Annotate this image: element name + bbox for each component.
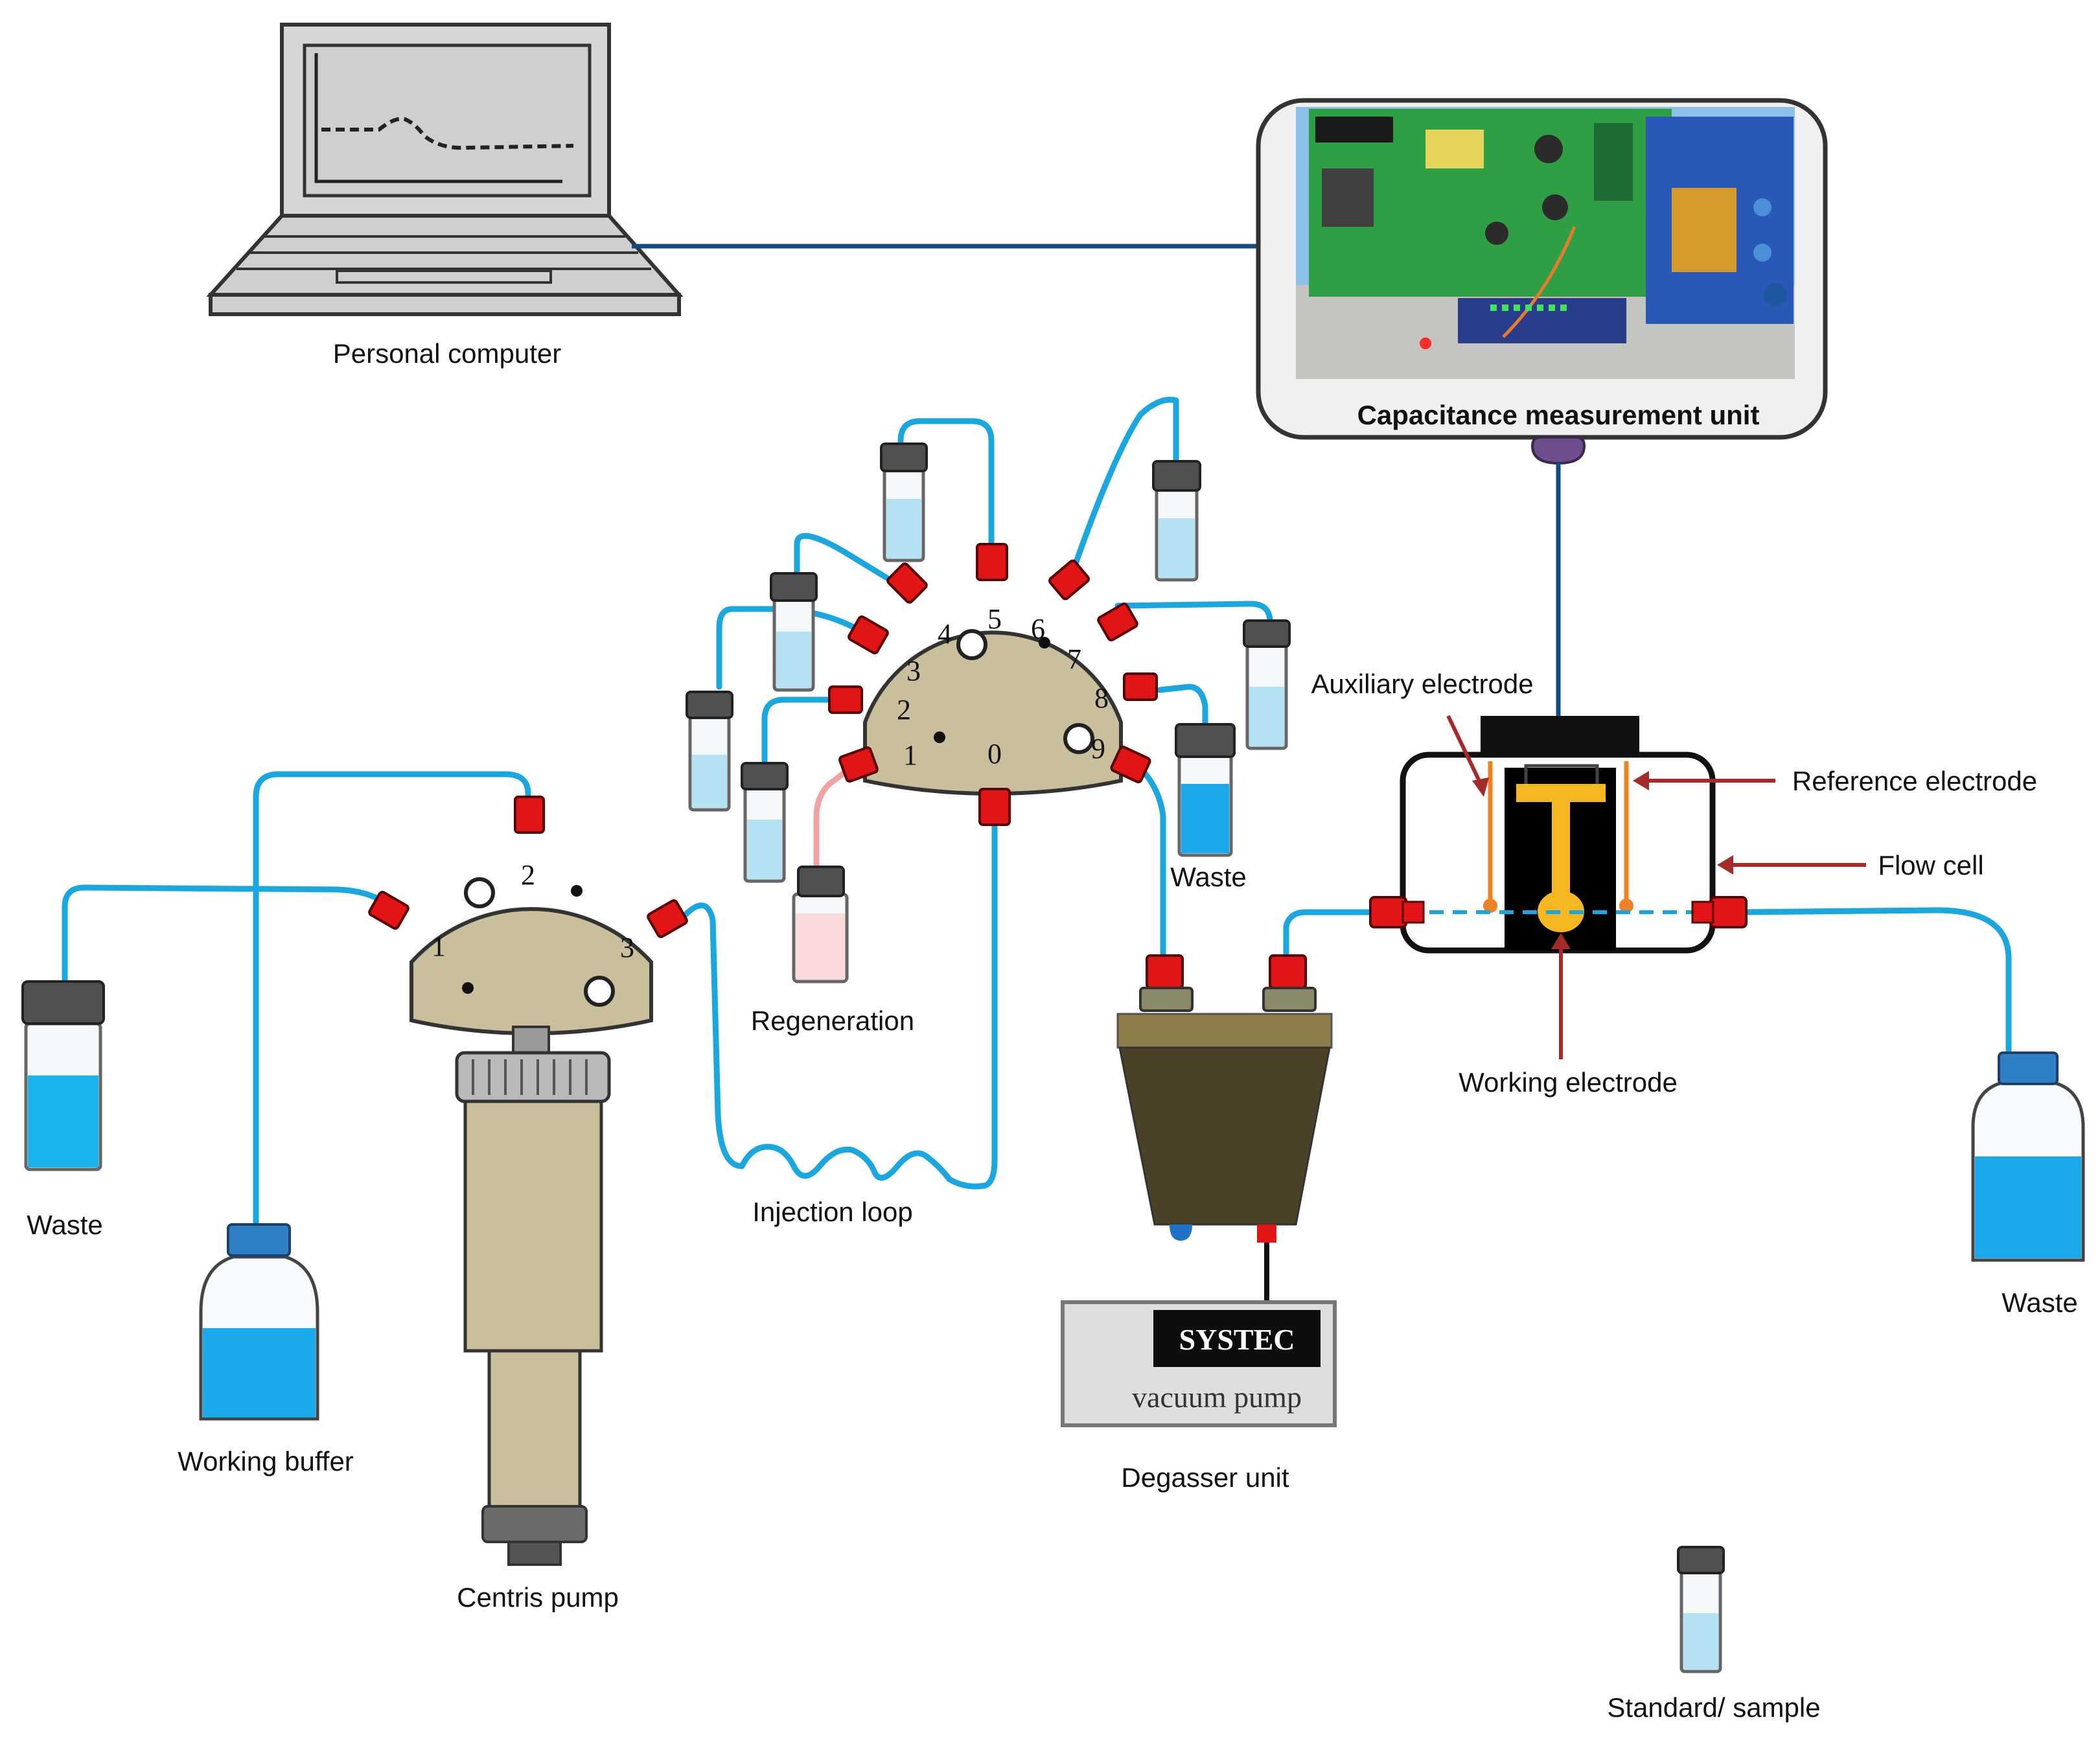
large-valve-port-8: 8	[1094, 682, 1109, 714]
large-valve-port-9: 9	[1091, 733, 1105, 764]
small-valve-port-1: 1	[432, 930, 446, 962]
sample-vial-6	[1243, 619, 1291, 750]
sample-vial-3	[770, 572, 818, 692]
injection-loop-label: Injection loop	[752, 1197, 913, 1227]
centris-pump-icon	[455, 1026, 611, 1566]
waste-left-label: Waste	[27, 1210, 102, 1240]
large-valve-port-7: 7	[1067, 643, 1081, 675]
working-electrode-pin	[1516, 764, 1606, 932]
reference-electrode-label: Reference electrode	[1792, 766, 2037, 796]
capacitance-measurement-unit: Capacitance measurement unit	[1256, 98, 1828, 440]
sample-vial-2	[741, 762, 789, 883]
three-port-valve: 1 2 3	[368, 796, 688, 1036]
waste-vial-left	[21, 980, 105, 1171]
centris-pump-label: Centris pump	[457, 1582, 619, 1613]
working-buffer-label: Working buffer	[178, 1446, 354, 1476]
large-valve-port-0: 0	[987, 738, 1002, 770]
large-valve-port-4: 4	[938, 618, 952, 650]
sample-vials	[686, 442, 1291, 883]
large-valve-port-5: 5	[987, 603, 1002, 635]
working-buffer-bottle	[199, 1223, 319, 1421]
tubing-network	[62, 396, 2012, 1263]
ten-port-valve: 0 1 2 3 4 5 6 7 8 9	[828, 543, 1158, 826]
sample-vial-4	[880, 442, 928, 562]
flow-cell-label: Flow cell	[1878, 850, 1983, 880]
large-valve-port-2: 2	[897, 694, 911, 726]
standard-sample-label: Standard/ sample	[1607, 1692, 1820, 1723]
sample-vial-1	[686, 691, 733, 812]
regeneration-vial	[792, 866, 849, 983]
monitor-signal-trace	[314, 53, 574, 183]
flow-cell-icon	[1369, 716, 1748, 954]
regeneration-label: Regeneration	[751, 1005, 914, 1036]
large-valve-port-3: 3	[906, 655, 921, 687]
degasser-unit-label: Degasser unit	[1121, 1462, 1289, 1493]
vacuum-pump-caption: vacuum pump	[1132, 1381, 1302, 1414]
degasser-unit-icon	[1116, 954, 1333, 1302]
large-valve-port-1: 1	[903, 739, 917, 771]
waste-right-label: Waste	[2002, 1287, 2077, 1318]
circuit-board-photo	[1296, 107, 1795, 379]
sample-vial-5	[1152, 460, 1201, 582]
waste-vial-middle	[1175, 723, 1236, 857]
waste-bottle-right	[1971, 1051, 2085, 1262]
waste-middle-label: Waste	[1170, 862, 1246, 892]
capacitance-unit-label: Capacitance measurement unit	[1357, 400, 1760, 430]
regeneration-line	[813, 761, 859, 871]
small-valve-port-3: 3	[620, 932, 634, 963]
large-valve-port-6: 6	[1031, 613, 1045, 645]
vacuum-pump-box: SYSTEC vacuum pump	[1061, 1300, 1337, 1427]
personal-computer-label: Personal computer	[333, 338, 562, 369]
small-valve-port-2: 2	[521, 859, 535, 891]
standard-sample-legend-vial	[1677, 1546, 1725, 1673]
vacuum-pump-brand: SYSTEC	[1179, 1323, 1295, 1356]
annotation-arrows	[1446, 715, 1866, 1059]
working-electrode-label: Working electrode	[1459, 1067, 1678, 1097]
auxiliary-electrode-label: Auxiliary electrode	[1311, 669, 1533, 699]
unit-connector	[1530, 436, 1586, 465]
personal-computer-icon	[206, 23, 684, 316]
